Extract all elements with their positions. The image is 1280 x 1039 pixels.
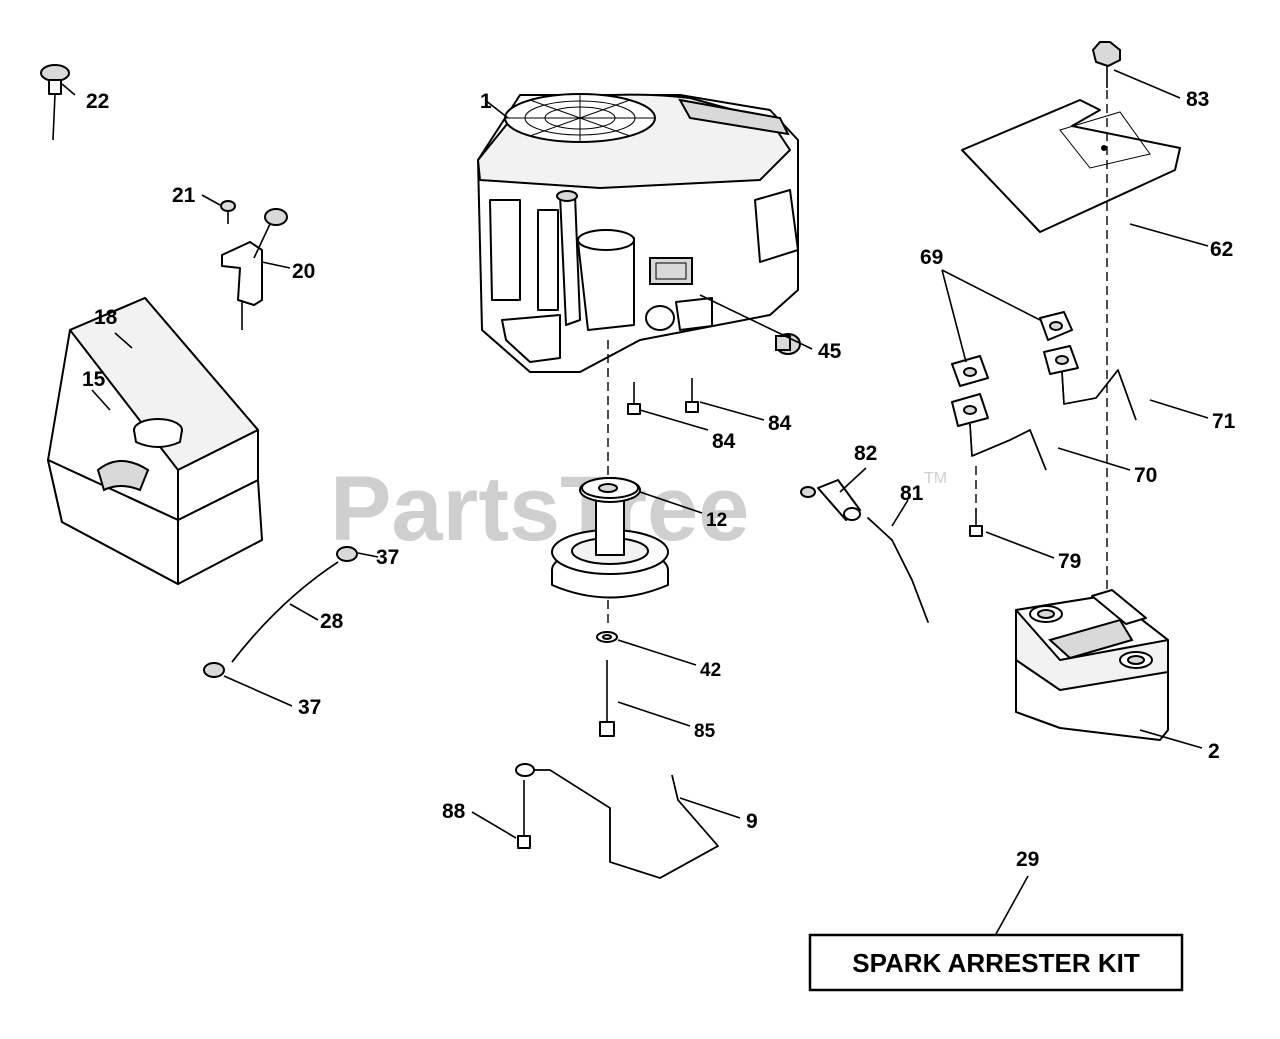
- part-71-exhaust-pipe[interactable]: [1061, 369, 1137, 421]
- part-88-bolt[interactable]: [517, 780, 531, 849]
- part-9-rod[interactable]: [515, 763, 719, 879]
- callout-79[interactable]: 79: [1058, 550, 1081, 573]
- callout-1[interactable]: 1: [480, 90, 492, 113]
- callout-83[interactable]: 83: [1186, 88, 1209, 111]
- part-79-bolt[interactable]: [969, 508, 983, 537]
- spark-arrester-kit-box: [808, 933, 1184, 992]
- callout-84-upper[interactable]: 84: [768, 412, 792, 435]
- part-62-heat-shield[interactable]: [961, 99, 1181, 233]
- part-22-knob[interactable]: [40, 64, 70, 141]
- watermark: PartsTree: [330, 458, 749, 560]
- callout-37-bottom[interactable]: 37: [298, 696, 321, 719]
- part-70-exhaust-pipe[interactable]: [969, 423, 1047, 471]
- callout-71[interactable]: 71: [1212, 410, 1236, 433]
- callout-82[interactable]: 82: [854, 442, 877, 465]
- part-84-bolt-left[interactable]: [627, 382, 641, 415]
- callout-37-top[interactable]: 37: [376, 546, 399, 569]
- part-82-fuel-filter[interactable]: [800, 479, 861, 521]
- callout-88[interactable]: 88: [442, 800, 466, 823]
- part-21-screw[interactable]: [220, 200, 236, 224]
- callout-84-lower[interactable]: 84: [712, 430, 736, 453]
- part-28-fuel-line[interactable]: [231, 561, 339, 663]
- callout-45[interactable]: 45: [818, 340, 842, 363]
- part-42-washer[interactable]: [596, 631, 618, 643]
- part-84-bolt-right[interactable]: [685, 378, 699, 413]
- part-85-bolt[interactable]: [599, 660, 615, 737]
- callout-85[interactable]: 85: [694, 721, 716, 742]
- callout-62[interactable]: 62: [1210, 238, 1233, 261]
- callout-15[interactable]: 15: [82, 368, 106, 391]
- spark-arrester-kit-label: SPARK ARRESTER KIT: [852, 948, 1140, 978]
- callout-20[interactable]: 20: [292, 260, 315, 283]
- callout-29[interactable]: 29: [1016, 848, 1039, 871]
- leader-lines: [61, 69, 1209, 935]
- part-37-clamp-bottom[interactable]: [203, 662, 225, 678]
- part-83-knob[interactable]: [1091, 41, 1121, 88]
- part-37-clamp-top[interactable]: [336, 546, 358, 562]
- callout-81[interactable]: 81: [900, 482, 924, 505]
- watermark-trademark: TM: [924, 470, 947, 487]
- callout-18[interactable]: 18: [94, 306, 118, 329]
- callout-42[interactable]: 42: [700, 660, 721, 681]
- part-2-muffler[interactable]: [1015, 589, 1169, 741]
- callout-70[interactable]: 70: [1134, 464, 1157, 487]
- part-gasket-71[interactable]: [1043, 345, 1079, 375]
- part-gasket-70[interactable]: [951, 393, 989, 427]
- callout-69[interactable]: 69: [920, 246, 943, 269]
- callout-2[interactable]: 2: [1208, 740, 1220, 763]
- part-15-fuel-tank[interactable]: [47, 297, 263, 585]
- part-1-engine[interactable]: [477, 93, 799, 373]
- callout-21[interactable]: 21: [172, 184, 196, 207]
- part-20-throttle-bracket[interactable]: [221, 208, 288, 330]
- callout-22[interactable]: 22: [86, 90, 109, 113]
- callout-28[interactable]: 28: [320, 610, 344, 633]
- part-12-pulley[interactable]: [551, 477, 669, 599]
- part-69-gasket-lower[interactable]: [951, 355, 989, 387]
- callout-9[interactable]: 9: [746, 810, 758, 833]
- callout-12[interactable]: 12: [706, 510, 727, 531]
- part-81-fuel-hose[interactable]: [867, 517, 929, 623]
- part-69-gasket-upper[interactable]: [1039, 311, 1073, 341]
